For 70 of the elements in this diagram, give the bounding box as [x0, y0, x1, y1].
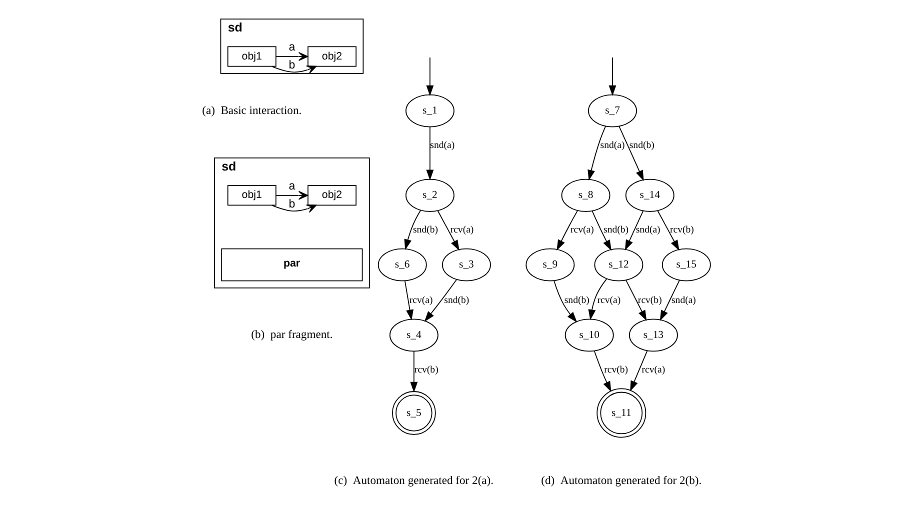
- node-ellipse: s_12: [594, 248, 644, 282]
- node-box: obj2: [308, 185, 356, 206]
- edge-label: rcv(b): [670, 224, 694, 236]
- arrow: [594, 350, 612, 392]
- label: (a) Basic interaction.: [202, 104, 302, 117]
- edge-label: snd(b): [629, 140, 654, 152]
- arrow: [410, 351, 418, 393]
- edge-label: snd(b): [413, 224, 438, 236]
- edge-label: a: [288, 42, 296, 54]
- arrow: [608, 57, 616, 96]
- edge-label: rcv(b): [414, 364, 438, 376]
- arrow: [275, 52, 308, 61]
- node-ellipse: s_8: [561, 178, 610, 212]
- edge-label: rcv(a): [642, 364, 666, 376]
- edge-label: snd(a): [636, 224, 660, 236]
- arrow: [404, 280, 414, 320]
- node-box: par: [221, 248, 363, 282]
- arrow: [275, 190, 308, 200]
- arrow: [271, 204, 317, 213]
- arrow: [630, 350, 648, 392]
- arrow: [624, 210, 644, 251]
- arrow: [618, 126, 644, 182]
- arrow: [426, 57, 434, 96]
- node-ellipse: s_10: [564, 318, 614, 352]
- arrow: [592, 210, 612, 251]
- node-ellipse: s_2: [405, 178, 454, 212]
- edge-label: rcv(a): [570, 224, 594, 236]
- edge-label: b: [288, 59, 296, 72]
- node-ellipse: s_7: [588, 94, 637, 128]
- node-ellipse: s_13: [628, 318, 678, 352]
- edge-label: rcv(a): [597, 294, 621, 306]
- label: (c) Automaton generated for 2(a).: [334, 474, 494, 488]
- edge-label: b: [288, 198, 296, 210]
- node-circle: s_11: [596, 388, 646, 438]
- arrow: [660, 280, 680, 321]
- label: (d) Automaton generated for 2(b).: [541, 474, 702, 488]
- node-ellipse: s_1: [405, 94, 454, 128]
- node-ellipse: s_6: [378, 248, 427, 282]
- arrow: [426, 126, 434, 180]
- edge-label: a: [288, 180, 296, 193]
- node-ellipse: s_14: [625, 178, 674, 212]
- arrow: [556, 210, 578, 251]
- node-box: obj1: [227, 46, 276, 67]
- edge-label: rcv(b): [638, 294, 662, 306]
- edge-label: rcv(a): [409, 294, 433, 306]
- arrow: [657, 210, 680, 251]
- arrow: [588, 278, 608, 320]
- node-ellipse: s_15: [662, 248, 711, 282]
- arrow: [424, 279, 458, 322]
- arrow: [626, 280, 647, 321]
- node-ellipse: s_9: [526, 248, 575, 282]
- edge-label: rcv(b): [604, 364, 628, 376]
- edge-label: snd(b): [564, 294, 590, 306]
- arrow: [554, 280, 578, 322]
- node-ellipse: s_4: [389, 318, 438, 352]
- node-box: obj2: [308, 46, 356, 67]
- edge-label: snd(b): [444, 294, 470, 306]
- edge-label: snd(a): [600, 140, 625, 152]
- node-circle: s_5: [392, 391, 436, 435]
- edge-label: rcv(a): [450, 224, 474, 236]
- arrow: [437, 210, 460, 251]
- node-box: obj1: [227, 185, 276, 206]
- edge-label: snd(a): [672, 294, 696, 306]
- node-ellipse: s_3: [442, 248, 491, 282]
- edge-label: snd(b): [604, 224, 629, 236]
- label: (b) par fragment.: [251, 328, 333, 342]
- arrow: [588, 126, 606, 181]
- arrow: [271, 66, 317, 74]
- edge-label: snd(a): [430, 140, 455, 152]
- arrow: [404, 210, 422, 250]
